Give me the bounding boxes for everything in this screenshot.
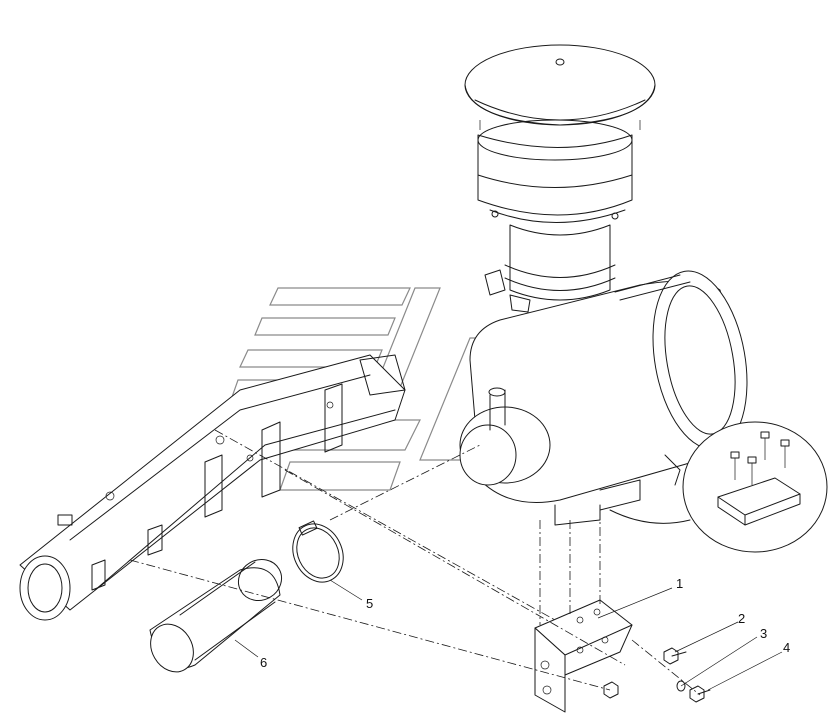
callout-labels: 1 2 3 4 5 6 xyxy=(260,576,790,670)
mounting-bracket xyxy=(534,599,633,713)
callout-1: 1 xyxy=(676,576,683,591)
bolt-lower xyxy=(603,681,619,699)
pre-cleaner xyxy=(477,119,633,223)
fasteners xyxy=(603,647,711,703)
assembly-centerlines xyxy=(129,429,701,696)
hose-clamp xyxy=(292,520,344,583)
rubber-hose xyxy=(149,558,283,673)
bolt-2 xyxy=(663,647,687,665)
bolt-4 xyxy=(689,685,711,703)
callout-2: 2 xyxy=(738,611,745,626)
inlet-tube xyxy=(484,224,616,313)
callout-6: 6 xyxy=(260,655,267,670)
callout-5: 5 xyxy=(366,596,373,611)
air-cleaner-assembly xyxy=(459,44,748,526)
detail-inset xyxy=(609,421,828,553)
intake-duct xyxy=(19,354,406,621)
leader-lines xyxy=(234,579,783,691)
rain-cap xyxy=(464,44,656,130)
filter-canister xyxy=(459,270,748,526)
callout-4: 4 xyxy=(783,640,790,655)
callout-3: 3 xyxy=(760,626,767,641)
